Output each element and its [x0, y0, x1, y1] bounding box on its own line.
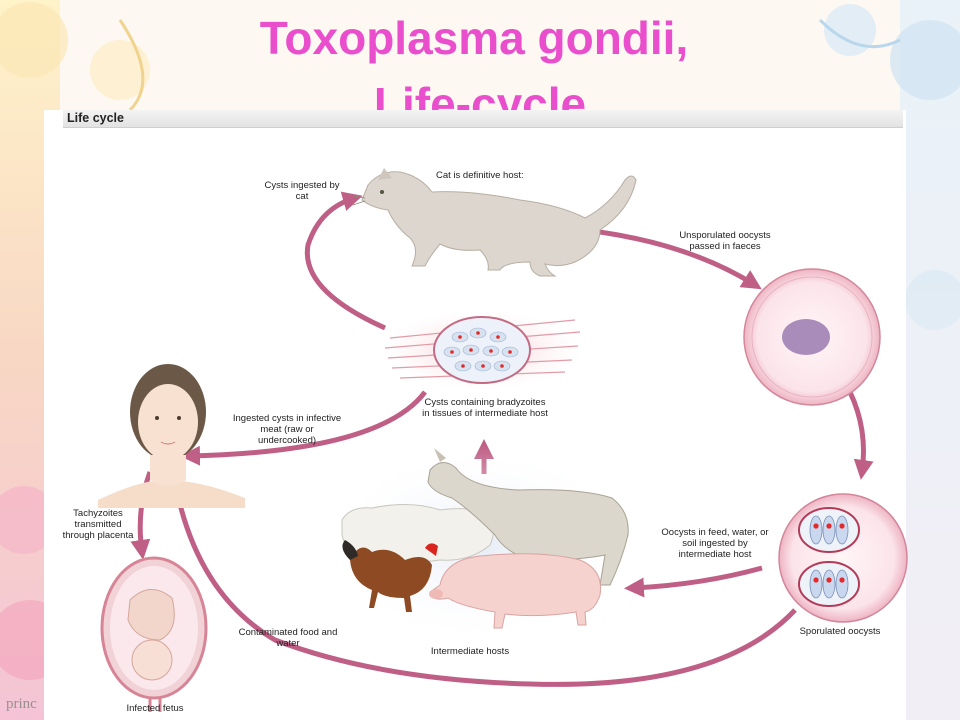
fetus-illustration [100, 556, 208, 712]
label-tissue-cysts: Cysts containing bradyzoites in tissues … [422, 397, 548, 419]
arrow-tissue-to-cat [304, 191, 387, 331]
label-oocysts-ingested: Oocysts in feed, water, or soil ingested… [661, 527, 769, 560]
cycle-arrows [130, 191, 874, 687]
tissue-cyst-illustration [382, 310, 582, 390]
label-tachyzoites: Tachyzoites transmitted through placenta [62, 508, 134, 541]
arrow-sporulated-to-hosts [624, 565, 763, 598]
arrow-human-to-fetus [130, 471, 153, 560]
label-ingested-cysts: Ingested cysts in infective meat (raw or… [232, 413, 342, 446]
label-cat-definitive-host: Cat is definitive host: [436, 170, 524, 181]
figure-header: Life cycle [67, 111, 124, 125]
label-intermediate-hosts: Intermediate hosts [430, 646, 510, 657]
arrow-tissue-to-human [180, 390, 427, 466]
arrow-unsporulated-to-sporulated [847, 390, 874, 480]
label-cysts-ingested: Cysts ingested by cat [264, 180, 340, 202]
slide-title-line1: Toxoplasma gondii, [259, 12, 689, 64]
label-unsporulated-oocysts: Unsporulated oocysts passed in faeces [679, 230, 771, 252]
label-contaminated-food: Contaminated food and water [238, 627, 338, 649]
cat-illustration [352, 168, 637, 277]
label-sporulated-oocysts: Sporulated oocysts [799, 626, 881, 637]
human-illustration [98, 364, 245, 508]
figure-header-bar: Life cycle [63, 110, 903, 128]
intermediate-hosts-illustration [320, 445, 640, 645]
label-infected-fetus: Infected fetus [126, 703, 184, 714]
sporulated-oocyst [778, 493, 908, 623]
arrow-sporulated-to-human [163, 456, 797, 687]
svg-text:princ: princ [6, 696, 37, 712]
unsporulated-oocyst [743, 268, 881, 406]
